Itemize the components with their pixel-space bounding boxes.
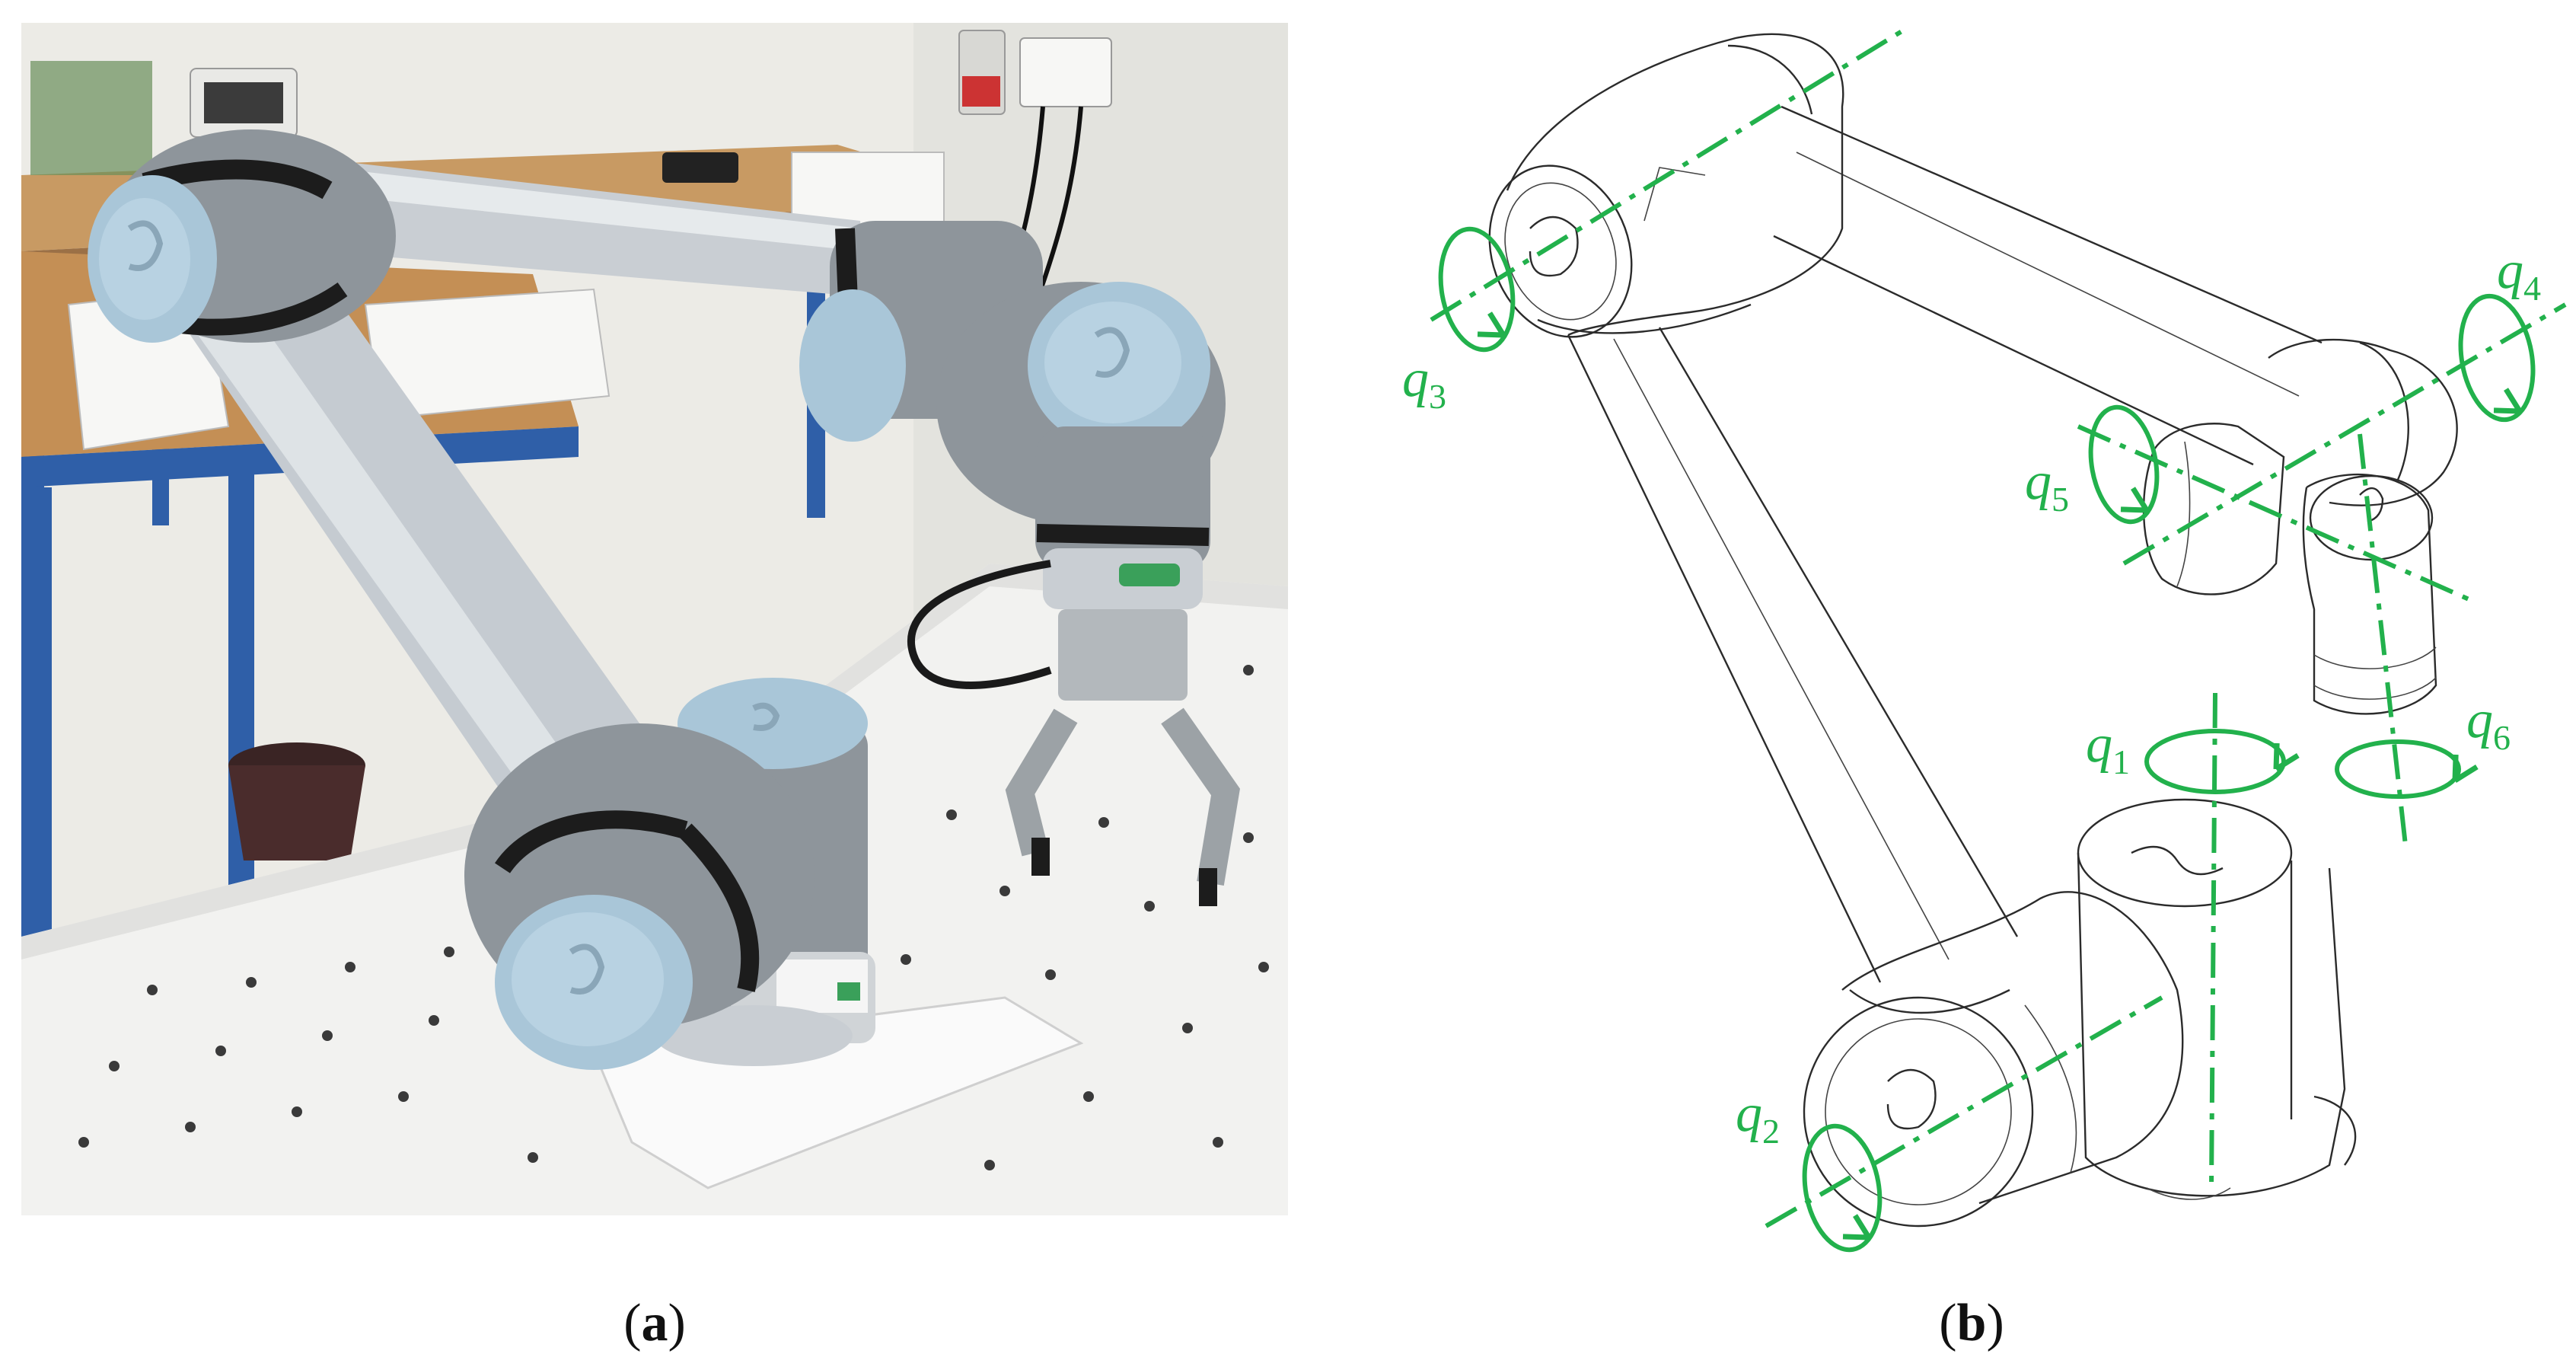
joint-label-q6: q6 [2466, 691, 2511, 757]
joint-label-q2: q2 [1736, 1084, 1780, 1151]
rotation-arrow-q2 [1802, 1123, 1883, 1253]
rotation-arrow-q6-head [2452, 754, 2479, 783]
elbow-joint [88, 129, 396, 343]
shoulder-joint [464, 723, 815, 1070]
base-joint-drawing [2077, 798, 2357, 1200]
joint-label-q5: q5 [2025, 452, 2069, 519]
robot-arm-photo [88, 129, 1240, 1070]
rotation-arrow-q5-head [2120, 487, 2149, 513]
rotation-arrow-q1 [2144, 729, 2300, 794]
joint-label-q1: q1 [2086, 715, 2130, 781]
elbow-joint-drawing [1488, 33, 1844, 338]
axis-q6 [2358, 433, 2408, 846]
rotation-arrow-q2-head [1842, 1214, 1871, 1240]
rotation-arrow-q5 [2088, 404, 2160, 525]
caption-b: (b) [1939, 1294, 2004, 1352]
panel-a-photo [21, 23, 1288, 1215]
rotation-arrow-q3-head [1477, 311, 1506, 338]
joint-label-q4: q4 [2497, 241, 2541, 308]
axis-q3 [1430, 28, 1905, 322]
forearm-outline [1781, 105, 2323, 344]
axis-q1 [2209, 692, 2217, 1189]
gripper [907, 560, 1240, 906]
axis-q5 [2077, 424, 2476, 604]
caption-a: (a) [623, 1294, 686, 1352]
upper-link-outline [1567, 334, 1882, 983]
rotation-arrow-q4-head [2493, 388, 2522, 414]
wall-sockets [958, 30, 1112, 328]
rotation-arrow-q3 [1438, 226, 1516, 353]
shoulder-joint-drawing [1803, 891, 2184, 1228]
axis-q4 [2122, 302, 2567, 566]
axis-q2 [1765, 995, 2163, 1228]
panel-b-drawing: q3 q4 q5 q1 q6 q2 [1402, 28, 2567, 1253]
rotation-arrow-q4 [2458, 293, 2536, 423]
trash-bin [228, 742, 365, 860]
rotation-arrow-q6 [2335, 739, 2479, 799]
robot-arm-line-drawing: q3 q4 q5 q1 q6 q2 [1402, 28, 2567, 1253]
rotation-arrow-q1-head [2273, 742, 2300, 771]
rotation-arrows [1438, 226, 2536, 1253]
joint-label-q3: q3 [1402, 350, 1446, 416]
joint-axes [1430, 28, 2567, 1228]
